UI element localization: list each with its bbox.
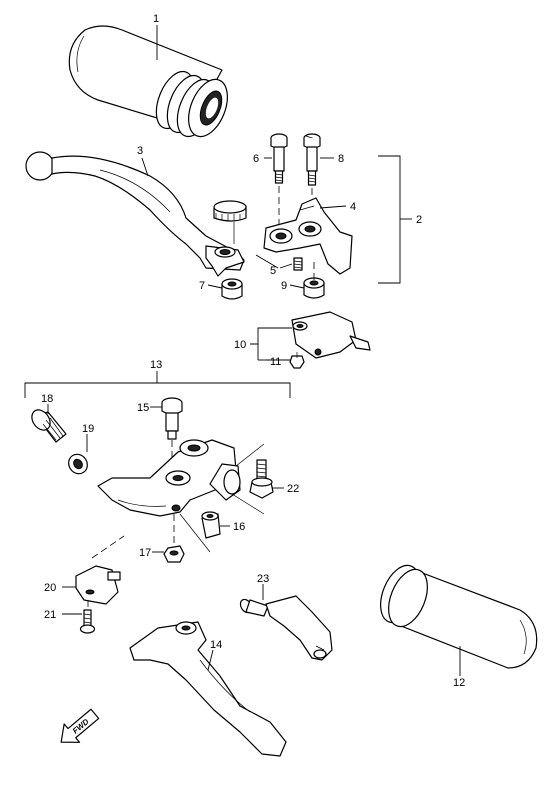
label-19: 19 [82, 423, 94, 435]
label-12: 12 [453, 677, 465, 689]
bracket-2 [378, 155, 412, 284]
part-7-nut [221, 278, 243, 300]
label-7: 7 [199, 280, 205, 292]
label-23: 23 [257, 573, 269, 585]
part-14-lever [129, 621, 287, 757]
label-4: 4 [350, 201, 356, 213]
label-3: 3 [137, 145, 143, 157]
label-1: 1 [153, 13, 159, 25]
label-6: 6 [253, 153, 259, 165]
part-3-lever [25, 151, 247, 277]
part-21-screw [79, 609, 96, 634]
part-6-bolt [270, 133, 288, 184]
part-17-nut [163, 545, 185, 563]
part-15-bolt [161, 397, 183, 440]
label-16: 16 [233, 521, 245, 533]
label-8: 8 [338, 153, 344, 165]
part-8-bolt [303, 133, 321, 186]
part-4-bracket [263, 197, 353, 275]
label-17: 17 [139, 547, 151, 559]
label-18: 18 [41, 393, 53, 405]
part-18-adjuster [31, 409, 67, 443]
label-13: 13 [150, 359, 162, 371]
label-14: 14 [210, 639, 222, 651]
fwd-arrow: FWD [60, 708, 100, 743]
label-5: 5 [270, 265, 276, 277]
label-15: 15 [137, 402, 149, 414]
label-21: 21 [44, 609, 56, 621]
part-5-screw [293, 257, 303, 271]
part-1-handle-grip [68, 25, 228, 138]
part-23-cable-cover [239, 595, 333, 661]
part-20-switch [75, 565, 121, 605]
label-20: 20 [44, 582, 56, 594]
label-22: 22 [287, 483, 299, 495]
part-16-collar [201, 511, 221, 539]
label-2: 2 [416, 214, 422, 226]
bracket-13 [24, 371, 291, 398]
part-10-switch [291, 311, 371, 359]
part-19-locknut [68, 453, 88, 475]
part-11-screw [289, 352, 305, 369]
part-9-nut [303, 277, 325, 299]
label-9: 9 [281, 280, 287, 292]
label-11: 11 [270, 356, 281, 368]
lever-holder [97, 439, 241, 517]
part-22-bolt [249, 459, 274, 499]
label-10: 10 [234, 339, 246, 351]
part-12-handle-grip [380, 564, 538, 669]
